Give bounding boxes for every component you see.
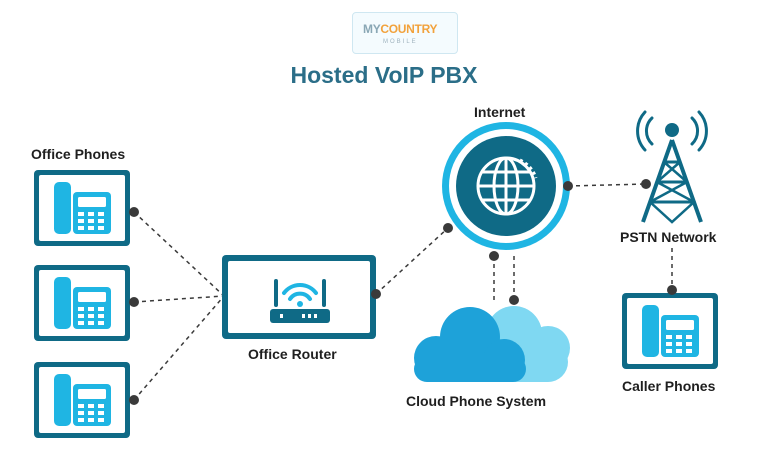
connector-phone3-router bbox=[133, 295, 225, 401]
cloud-icon bbox=[414, 306, 570, 382]
logo-country: COUNTRY bbox=[380, 22, 438, 36]
cell-tower-icon bbox=[636, 110, 708, 224]
connector-internet-pstn bbox=[567, 183, 647, 187]
label-cloud-phone-system: Cloud Phone System bbox=[406, 393, 547, 409]
connector-router-internet bbox=[375, 227, 449, 295]
office-phone-2 bbox=[34, 265, 130, 341]
globe-icon bbox=[476, 156, 538, 216]
label-internet: Internet bbox=[474, 104, 526, 120]
connector-lines bbox=[133, 183, 673, 401]
diagram-title: Hosted VoIP PBX bbox=[290, 62, 478, 88]
label-pstn-network: PSTN Network bbox=[620, 229, 717, 245]
connector-phone2-router bbox=[133, 295, 225, 303]
office-phone-3 bbox=[34, 362, 130, 438]
label-office-phones: Office Phones bbox=[31, 146, 126, 162]
wifi-router-icon bbox=[270, 279, 330, 323]
office-phone-1 bbox=[34, 170, 130, 246]
logo-wordmark: MYCOUNTRY bbox=[363, 22, 438, 36]
label-office-router: Office Router bbox=[248, 346, 337, 362]
brand-logo: MYCOUNTRY MOBILE bbox=[352, 12, 458, 54]
logo-my: MY bbox=[363, 22, 381, 36]
logo-subtext: MOBILE bbox=[383, 39, 418, 45]
office-router bbox=[222, 255, 376, 339]
internet-node bbox=[442, 122, 570, 250]
caller-phone bbox=[622, 293, 718, 369]
connector-dots bbox=[129, 179, 677, 405]
label-caller-phones: Caller Phones bbox=[622, 378, 716, 394]
connector-phone1-router bbox=[133, 211, 225, 297]
